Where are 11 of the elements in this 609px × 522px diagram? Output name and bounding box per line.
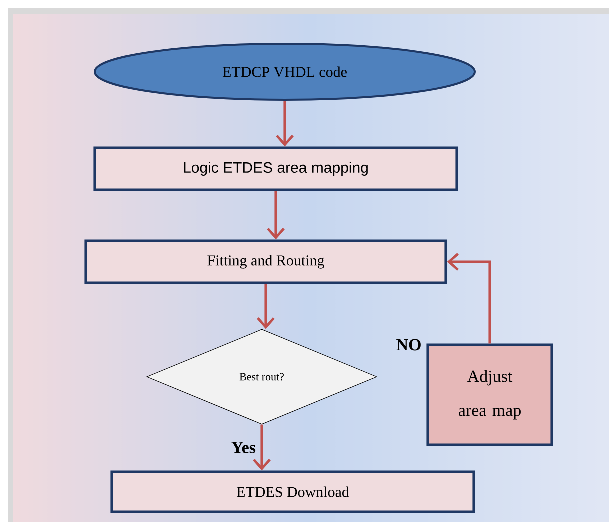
process-box: Fitting and Routing [84,240,448,284]
arrow [253,424,271,471]
arrow [447,253,492,344]
edge-label: Yes [232,442,256,454]
arrow [267,191,285,240]
process-box: ETDES Download [110,470,476,514]
process-box: Logic ETDES area mapping [94,146,458,192]
process-box: Adjust area map [426,344,554,446]
arrow [276,101,294,147]
arrow [257,284,275,330]
branch-label: NO [396,339,421,351]
